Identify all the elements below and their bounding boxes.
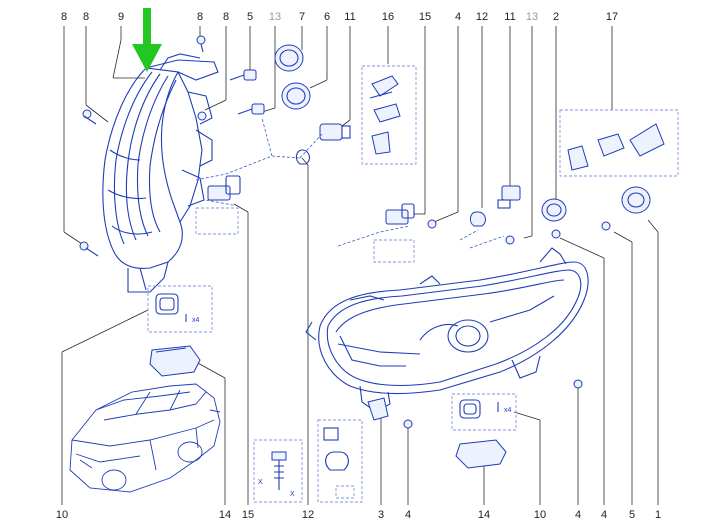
screws-left bbox=[79, 35, 207, 257]
callout-bottom-11: 5 bbox=[629, 509, 635, 521]
callout-bottom-3: 15 bbox=[242, 509, 254, 521]
x-label-a: X bbox=[258, 479, 263, 486]
adjuster-screw-detail[interactable]: X X bbox=[253, 439, 303, 503]
ballast-14-left[interactable] bbox=[149, 345, 201, 377]
bracket-kit-17[interactable] bbox=[559, 109, 679, 177]
callout-bottom-6: 4 bbox=[405, 509, 411, 521]
callout-top-18: 17 bbox=[606, 11, 618, 23]
x-label-b: X bbox=[290, 491, 295, 498]
callout-top-3: 9 bbox=[118, 11, 124, 23]
callout-bottom-8: 10 bbox=[534, 509, 546, 521]
callout-top-8: 7 bbox=[299, 11, 305, 23]
callout-top-15: 11 bbox=[504, 11, 515, 23]
callout-top-4: 8 bbox=[197, 11, 203, 23]
x4-label-left: x4 bbox=[192, 317, 200, 324]
bulbs-right[interactable] bbox=[469, 185, 521, 227]
callout-bottom-7: 14 bbox=[478, 509, 490, 521]
callout-numbers-top: 8 8 9 8 8 5 13 7 6 11 16 15 4 12 11 13 2… bbox=[61, 11, 618, 23]
callout-top-16: 13 bbox=[526, 11, 538, 23]
callout-bottom-10: 4 bbox=[601, 509, 607, 521]
connector-15-left[interactable] bbox=[195, 175, 241, 235]
callout-top-9: 6 bbox=[324, 11, 330, 23]
callout-top-7: 13 bbox=[269, 11, 281, 23]
callout-top-17: 2 bbox=[553, 11, 559, 23]
callout-bottom-4: 12 bbox=[302, 509, 314, 521]
bulb-12-bottom[interactable] bbox=[317, 419, 363, 503]
dust-caps-7-6[interactable] bbox=[274, 44, 311, 110]
dashed-connectors-left bbox=[195, 117, 323, 207]
screw-set-5 bbox=[229, 69, 265, 115]
connector-15-right[interactable] bbox=[373, 203, 415, 263]
callout-top-5: 8 bbox=[223, 11, 229, 23]
callout-top-10: 11 bbox=[344, 11, 355, 23]
right-headlight-assembly[interactable] bbox=[305, 247, 589, 413]
seal-rings-2-1[interactable] bbox=[541, 186, 651, 222]
leader-lines bbox=[61, 26, 659, 505]
x4-label-right: x4 bbox=[504, 407, 512, 414]
seal-kit-10-right[interactable]: x4 bbox=[451, 393, 517, 431]
seal-kit-10-left[interactable]: x4 bbox=[147, 285, 213, 333]
callout-bottom-2: 14 bbox=[219, 509, 231, 521]
screws-right bbox=[403, 219, 611, 429]
callout-bottom-1: 10 bbox=[56, 509, 68, 521]
left-headlight-assembly[interactable] bbox=[102, 53, 219, 293]
callout-top-14: 12 bbox=[476, 11, 488, 23]
callout-top-6: 5 bbox=[247, 11, 253, 23]
callout-bottom-5: 3 bbox=[378, 509, 384, 521]
callout-bottom-9: 4 bbox=[575, 509, 581, 521]
dashed-connectors-right bbox=[337, 225, 505, 249]
green-down-arrow-icon bbox=[132, 8, 162, 72]
bracket-3[interactable] bbox=[367, 397, 389, 421]
callout-bottom-12: 1 bbox=[655, 509, 661, 521]
ballast-14-right[interactable] bbox=[455, 439, 507, 469]
callout-top-13: 4 bbox=[455, 11, 461, 23]
bracket-kit-16[interactable] bbox=[361, 65, 417, 165]
vehicle-illustration bbox=[69, 383, 221, 493]
callout-numbers-bottom: 10 14 15 12 3 4 14 10 4 4 5 1 bbox=[56, 509, 661, 521]
callout-top-1: 8 bbox=[61, 11, 67, 23]
callout-top-11: 16 bbox=[382, 11, 394, 23]
bulb-11-left[interactable] bbox=[295, 123, 351, 165]
callout-top-2: 8 bbox=[83, 11, 89, 23]
callout-top-12: 15 bbox=[419, 11, 431, 23]
